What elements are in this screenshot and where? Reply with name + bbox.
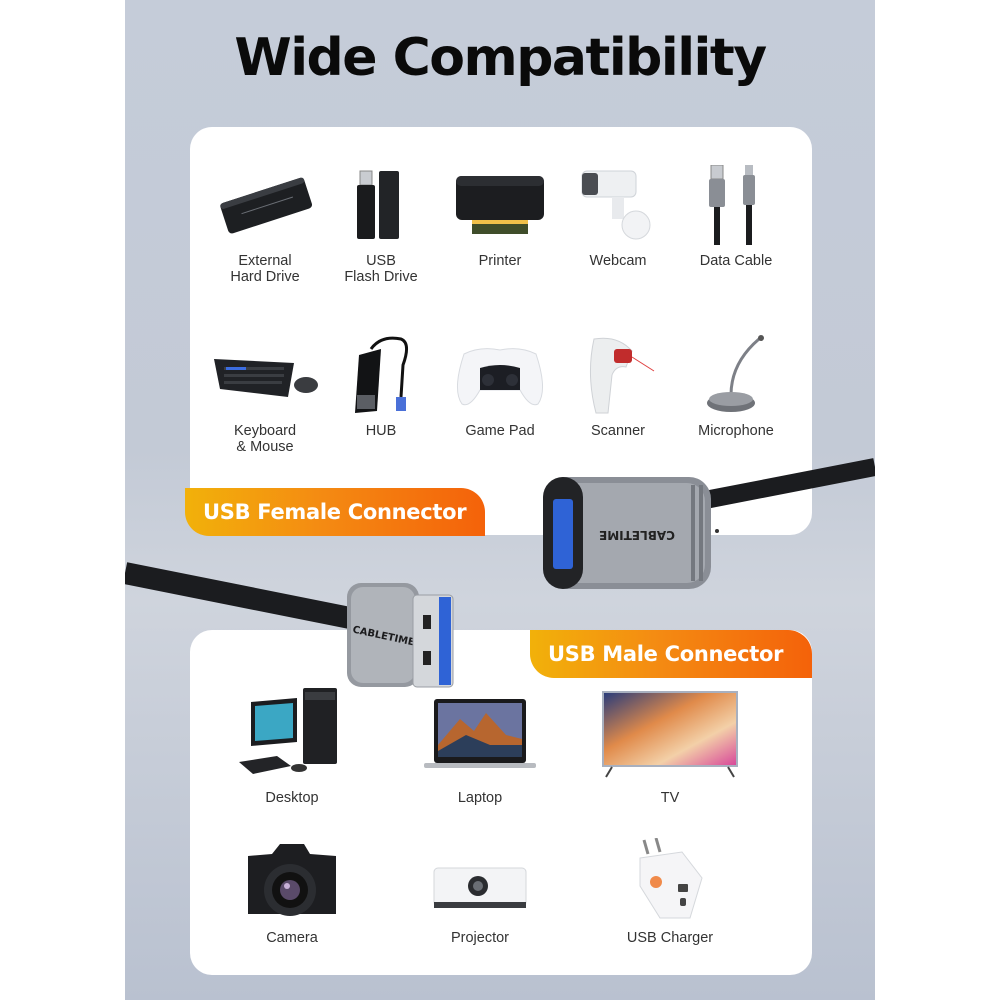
gamepad-icon: [440, 335, 560, 415]
device-external-hard-drive: External Hard Drive: [205, 165, 325, 285]
device-tv: TV: [595, 686, 745, 806]
data-cable-icon: [676, 165, 796, 245]
device-camera: Camera: [227, 836, 357, 946]
device-usb-hub: HUB: [321, 335, 441, 439]
poster-title: Wide Compatibility: [234, 28, 767, 88]
keyboard-mouse-icon: [205, 335, 325, 415]
device-keyboard-mouse: Keyboard & Mouse: [205, 335, 325, 455]
product-poster: Wide Compatibility External Hard Drive U…: [125, 0, 875, 1000]
tv-icon: [595, 686, 745, 782]
usb-hub-icon: [321, 335, 441, 415]
device-barcode-scanner: Scanner: [558, 335, 678, 439]
usb-female-connector: CABLETIME: [543, 477, 719, 589]
usb-charger-icon: [605, 838, 735, 922]
device-printer: Printer: [440, 165, 560, 269]
device-laptop: Laptop: [410, 688, 550, 806]
device-usb-charger: USB Charger: [605, 838, 735, 946]
female-brand-text: CABLETIME: [599, 528, 675, 542]
laptop-icon: [410, 688, 550, 782]
male-devices-card: Desktop Laptop TV Camera Projector: [190, 630, 812, 975]
usb-male-connector: CABLETIME: [347, 583, 454, 688]
camera-icon: [227, 836, 357, 922]
device-webcam: Webcam: [558, 165, 678, 269]
projector-icon: [415, 852, 545, 922]
external-hard-drive-icon: [205, 165, 325, 245]
usb-flash-drive-icon: [321, 165, 441, 245]
device-gamepad: Game Pad: [440, 335, 560, 439]
device-microphone: Microphone: [676, 335, 796, 439]
desktop-computer-icon: [227, 682, 357, 782]
barcode-scanner-icon: [558, 335, 678, 415]
usb-male-connector-badge: USB Male Connector: [530, 630, 812, 678]
printer-icon: [440, 165, 560, 245]
webcam-icon: [558, 165, 678, 245]
device-projector: Projector: [415, 852, 545, 946]
microphone-icon: [676, 335, 796, 415]
usb-female-connector-badge: USB Female Connector: [185, 488, 485, 536]
device-data-cable: Data Cable: [676, 165, 796, 269]
device-desktop: Desktop: [227, 682, 357, 806]
device-usb-flash-drive: USB Flash Drive: [321, 165, 441, 285]
usb-extension-cable-illustration: CABLETIME CABLETIME: [125, 458, 875, 688]
female-devices-card: External Hard Drive USB Flash Drive Prin…: [190, 127, 812, 535]
